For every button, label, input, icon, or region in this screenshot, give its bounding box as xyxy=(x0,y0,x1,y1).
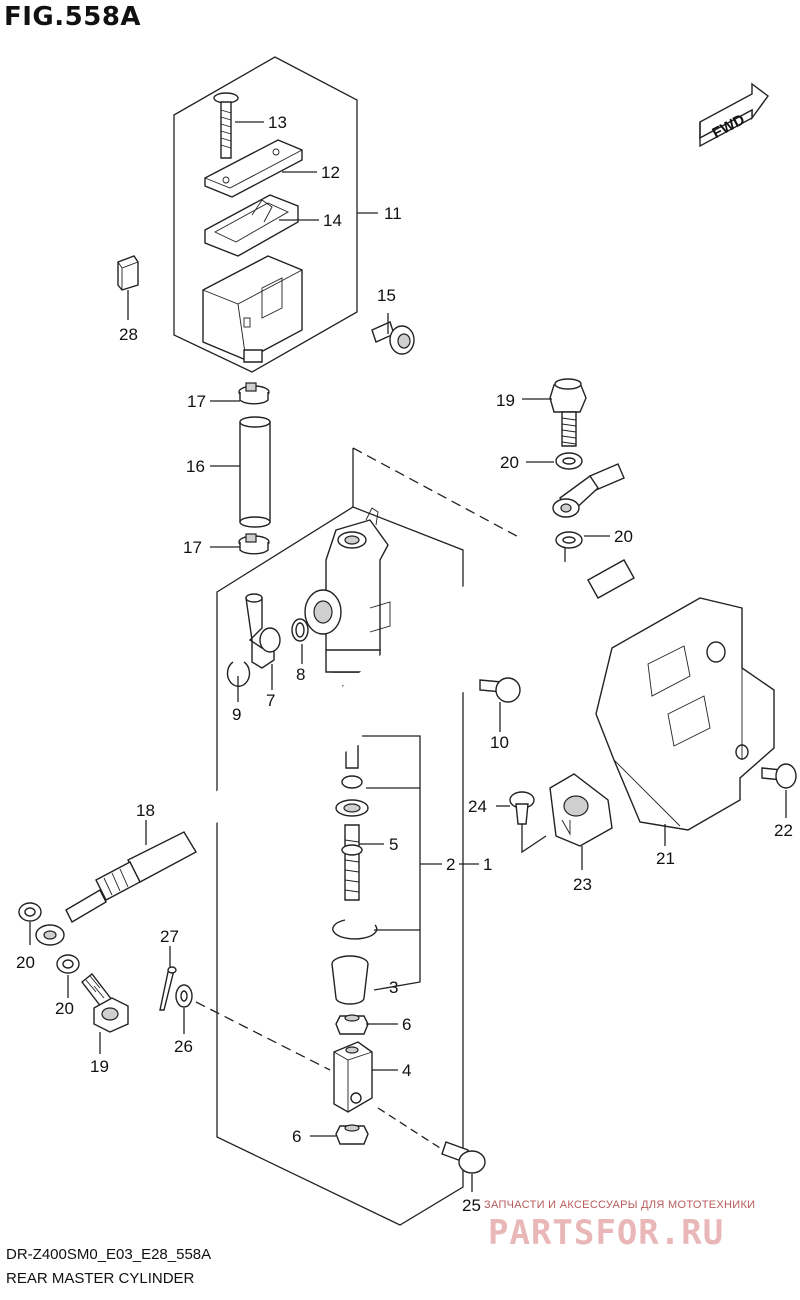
callout-4: 4 xyxy=(402,1061,411,1080)
hose-clamp-lower xyxy=(238,533,270,555)
screw-10 xyxy=(479,677,521,703)
callout-9: 9 xyxy=(232,705,241,724)
callout-2: 2 xyxy=(446,855,455,874)
bracket-23 xyxy=(549,773,613,847)
callout-10: 10 xyxy=(490,733,509,752)
reservoir-hose xyxy=(239,416,271,528)
callout-15: 15 xyxy=(377,286,396,305)
reservoir-cap xyxy=(204,139,303,198)
watermark-caption: ЗАПЧАСТИ И АКСЕССУАРЫ ДЛЯ МОТОТЕХНИКИ xyxy=(484,1199,756,1211)
nut-lower xyxy=(335,1124,369,1145)
circlip xyxy=(332,919,378,940)
callout-28: 28 xyxy=(119,325,138,344)
union-bolt-upper xyxy=(549,378,587,447)
union-bolt-lower xyxy=(81,973,129,1033)
leader-lines xyxy=(29,121,787,1192)
reservoir-diaphragm xyxy=(204,194,299,257)
callout-20-b: 20 xyxy=(614,527,633,546)
hose-clamp-upper xyxy=(238,382,270,405)
callout-16: 16 xyxy=(186,457,205,476)
washer-20-a xyxy=(555,452,583,470)
washer-20-b xyxy=(555,531,583,549)
heel-guard xyxy=(595,597,775,831)
washer-20-d xyxy=(56,954,80,974)
callout-20-c: 20 xyxy=(16,953,35,972)
grommet-part xyxy=(117,255,139,291)
callout-6-upper: 6 xyxy=(402,1015,411,1034)
callout-22: 22 xyxy=(774,821,793,840)
callout-20-a: 20 xyxy=(500,453,519,472)
callout-25: 25 xyxy=(462,1196,481,1215)
fwd-arrow-icon: FWD xyxy=(699,82,769,148)
callout-23: 23 xyxy=(573,875,592,894)
diagram-code: DR-Z400SM0_E03_E28_558A xyxy=(6,1246,212,1263)
washer-20-c xyxy=(18,902,42,922)
bolt-24 xyxy=(509,791,535,825)
pin-guide-line xyxy=(377,1107,441,1149)
callout-3: 3 xyxy=(389,978,398,997)
callout-20-d: 20 xyxy=(55,999,74,1018)
cotter-pin xyxy=(159,966,177,1011)
clevis-pin xyxy=(441,1141,486,1174)
callout-6-lower: 6 xyxy=(292,1127,301,1146)
callout-19-lower: 19 xyxy=(90,1057,109,1076)
boot xyxy=(331,955,369,1005)
callout-7: 7 xyxy=(266,691,275,710)
callout-24: 24 xyxy=(468,797,487,816)
watermark-brand: PARTSFOR.RU xyxy=(488,1213,725,1253)
piston-rod-parts xyxy=(335,739,369,817)
callout-27: 27 xyxy=(160,927,179,946)
push-rod xyxy=(341,824,363,901)
washer xyxy=(175,984,193,1008)
callout-14: 14 xyxy=(323,211,342,230)
callout-12: 12 xyxy=(321,163,340,182)
o-ring xyxy=(291,618,309,642)
callout-19-upper: 19 xyxy=(496,391,515,410)
brake-hose xyxy=(35,427,712,946)
callout-17-upper: 17 xyxy=(187,392,206,411)
callout-labels: 13 12 14 11 15 28 17 16 17 19 20 20 9 7 … xyxy=(16,113,793,1215)
callout-1: 1 xyxy=(483,855,492,874)
bolt-22 xyxy=(761,763,797,789)
diagram-name: REAR MASTER CYLINDER xyxy=(6,1270,195,1287)
nut-upper xyxy=(335,1014,369,1035)
callout-11: 11 xyxy=(384,204,402,223)
reservoir-bolt xyxy=(371,321,415,355)
callout-5: 5 xyxy=(389,835,398,854)
clevis xyxy=(333,1041,373,1113)
callout-13: 13 xyxy=(268,113,287,132)
reservoir-assembly-outline xyxy=(173,56,358,373)
reservoir-screw xyxy=(213,92,239,159)
master-cylinder-body xyxy=(304,507,391,673)
bolt-24-leader xyxy=(521,824,547,854)
callout-17-lower: 17 xyxy=(183,538,202,557)
hose-connector xyxy=(245,593,281,669)
figure-title: FIG.558A xyxy=(4,2,142,32)
washer-guide-line xyxy=(195,1001,331,1071)
reservoir-body xyxy=(202,255,303,363)
callout-8: 8 xyxy=(296,665,305,684)
callout-21: 21 xyxy=(656,849,675,868)
callout-18: 18 xyxy=(136,801,155,820)
callout-26: 26 xyxy=(174,1037,193,1056)
